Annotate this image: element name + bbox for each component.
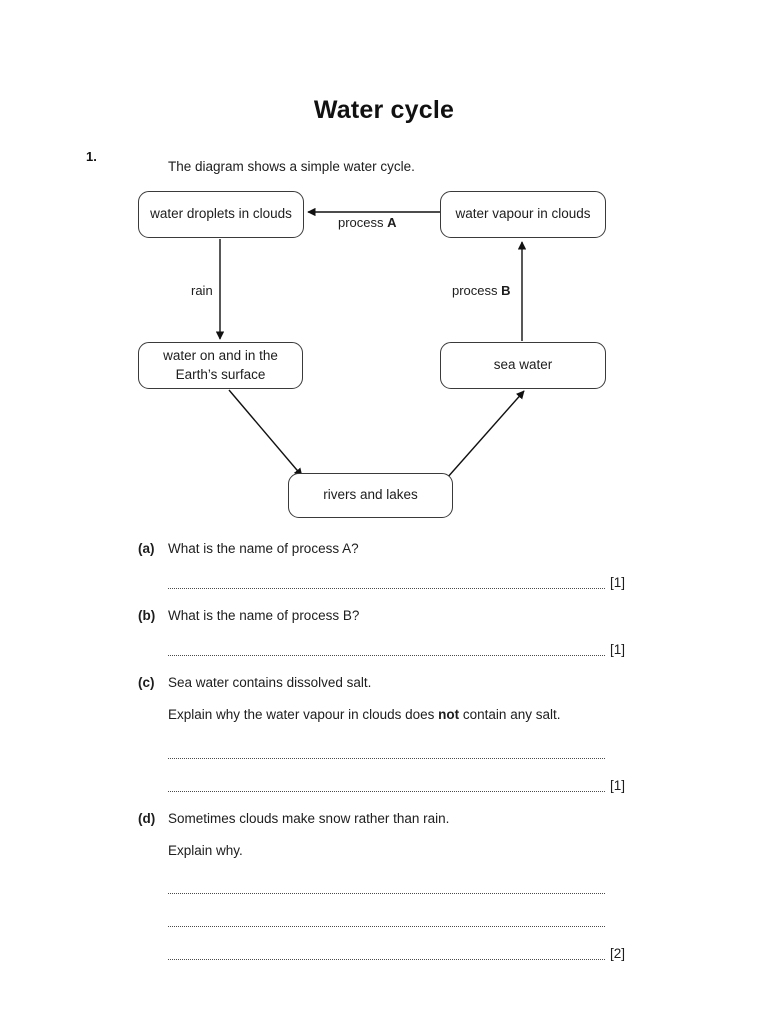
question-part-b: (b) What is the name of process B? bbox=[138, 608, 638, 623]
dotted-rule bbox=[168, 644, 605, 656]
question-part-d: (d) Sometimes clouds make snow rather th… bbox=[138, 811, 638, 858]
dotted-rule bbox=[168, 577, 605, 589]
diagram-node-rivers-and-lakes: rivers and lakes bbox=[288, 473, 453, 518]
question-intro-text: The diagram shows a simple water cycle. bbox=[168, 159, 415, 174]
part-b-text: What is the name of process B? bbox=[168, 608, 360, 623]
edge-label-process-a: process A bbox=[338, 215, 397, 230]
dotted-rule bbox=[168, 747, 605, 759]
answer-line-d-1[interactable] bbox=[168, 880, 634, 894]
dotted-rule bbox=[168, 780, 605, 792]
part-d-letter: (d) bbox=[138, 811, 156, 826]
edge-label-rain: rain bbox=[191, 283, 213, 298]
diagram-node-sea-water: sea water bbox=[440, 342, 606, 389]
question-part-a: (a) What is the name of process A? bbox=[138, 541, 638, 556]
question-part-c: (c) Sea water contains dissolved salt. E… bbox=[138, 675, 638, 722]
diagram-node-water-droplets-in-clouds: water droplets in clouds bbox=[138, 191, 304, 238]
edge-label-process-b-text: process bbox=[452, 283, 502, 298]
answer-line-c-1[interactable] bbox=[168, 745, 634, 759]
edge-label-process-a-letter: A bbox=[387, 215, 397, 230]
part-d-text: Sometimes clouds make snow rather than r… bbox=[168, 811, 450, 826]
answer-line-c-2[interactable]: [1] bbox=[168, 778, 634, 792]
answer-line-b-1[interactable]: [1] bbox=[168, 642, 634, 656]
page-title: Water cycle bbox=[313, 96, 455, 124]
edge-label-process-a-text: process bbox=[338, 215, 388, 230]
answer-line-d-2[interactable] bbox=[168, 913, 634, 927]
dotted-rule bbox=[168, 948, 605, 960]
marks-b: [1] bbox=[610, 641, 626, 657]
dotted-rule bbox=[168, 915, 605, 927]
part-c-subtext: Explain why the water vapour in clouds d… bbox=[168, 707, 638, 722]
diagram-node-water-on-and-in-earths-surface: water on and in the Earth’s surface bbox=[138, 342, 303, 389]
part-a-letter: (a) bbox=[138, 541, 155, 556]
part-c-subtext-after: contain any salt. bbox=[459, 707, 561, 722]
part-a-text: What is the name of process A? bbox=[168, 541, 359, 556]
part-c-letter: (c) bbox=[138, 675, 155, 690]
part-b-letter: (b) bbox=[138, 608, 156, 623]
edge-label-process-b: process B bbox=[452, 283, 511, 298]
diagram-node-water-vapour-in-clouds: water vapour in clouds bbox=[440, 191, 606, 238]
diagram-arrows bbox=[215, 207, 527, 479]
part-c-text: Sea water contains dissolved salt. bbox=[168, 675, 372, 690]
water-cycle-diagram: water droplets in clouds water vapour in… bbox=[138, 191, 606, 518]
marks-a: [1] bbox=[610, 574, 626, 590]
marks-c: [1] bbox=[610, 777, 626, 793]
dotted-rule bbox=[168, 882, 605, 894]
answer-line-d-3[interactable]: [2] bbox=[168, 946, 634, 960]
edge-label-process-b-letter: B bbox=[501, 283, 511, 298]
part-c-subtext-before: Explain why the water vapour in clouds d… bbox=[168, 707, 439, 722]
part-d-subtext: Explain why. bbox=[168, 843, 243, 858]
question-number: 1. bbox=[86, 149, 97, 164]
marks-d: [2] bbox=[610, 945, 626, 961]
answer-line-a-1[interactable]: [1] bbox=[168, 575, 634, 589]
part-c-subtext-emphasis: not bbox=[438, 707, 460, 722]
